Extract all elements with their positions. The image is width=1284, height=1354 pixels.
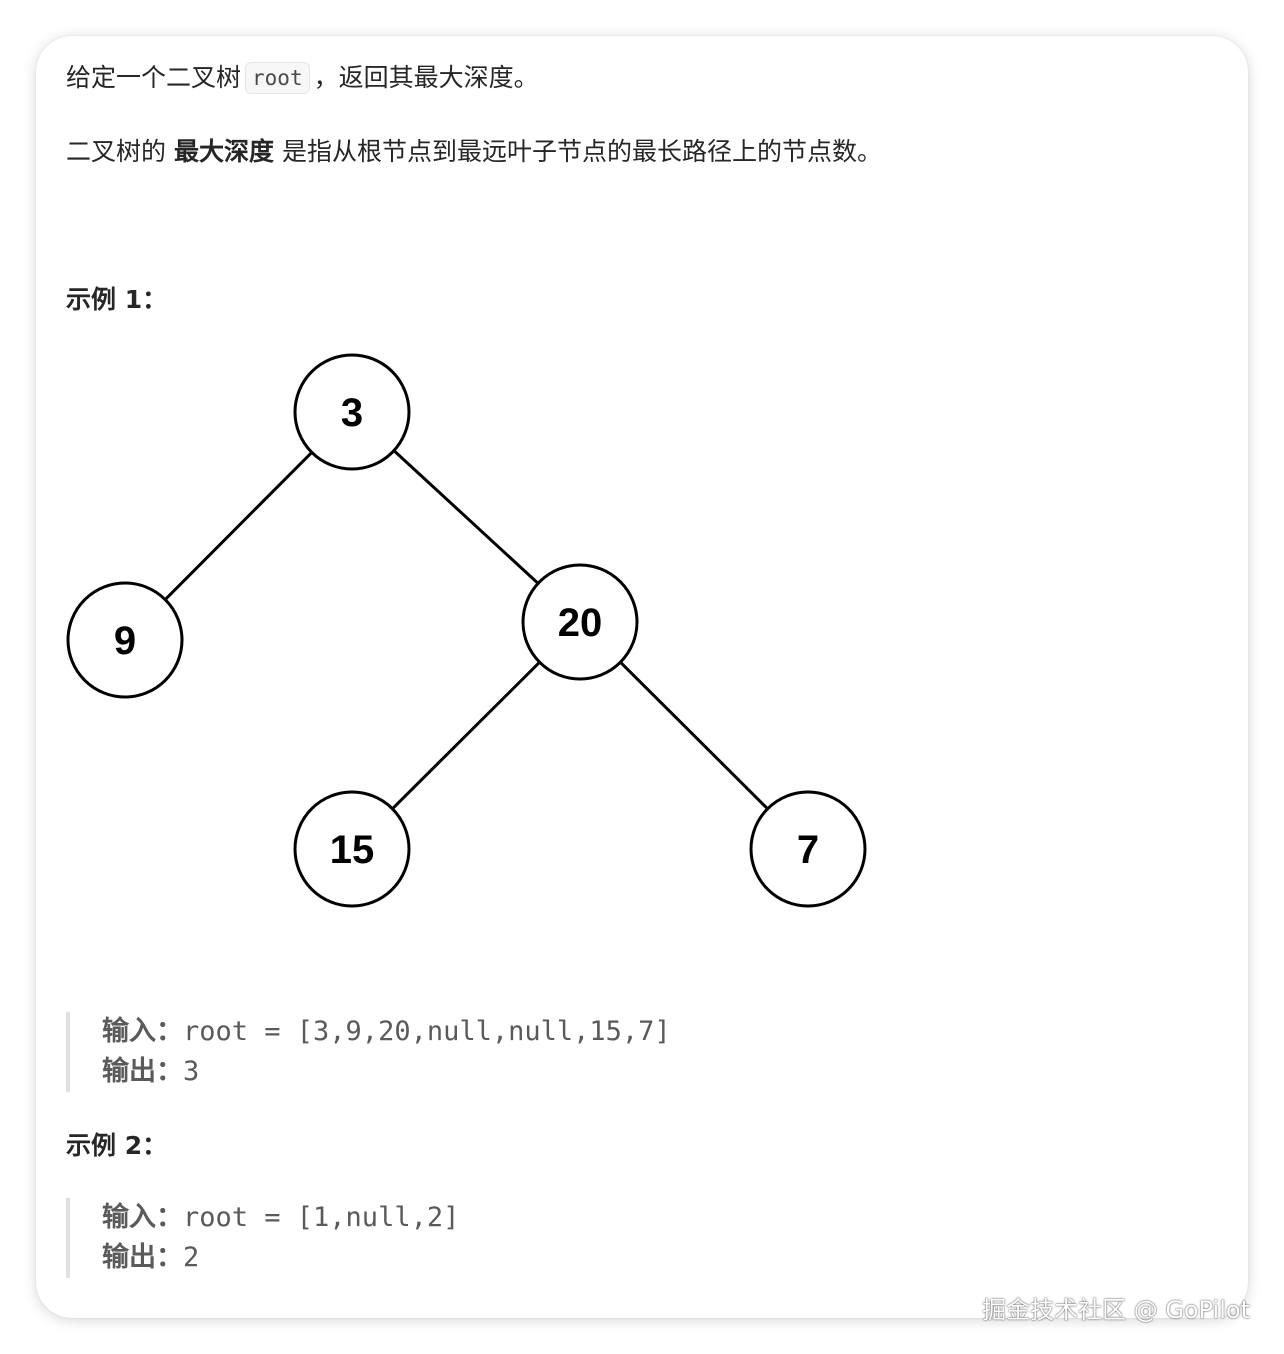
example-1-input: 输入：root = [3,9,20,null,null,15,7] [102, 1012, 671, 1052]
tree-edge [164, 451, 313, 601]
example-2-heading: 示例 2： [66, 1131, 168, 1160]
input-label: 输入： [102, 1202, 183, 1233]
binary-tree-diagram: 3 9 20 15 7 [66, 353, 867, 908]
example-2-output: 输出：2 [102, 1238, 459, 1278]
tree-node-circle [293, 790, 411, 908]
tree-node-15: 15 [293, 790, 411, 908]
example-2-block: 输入：root = [1,null,2] 输出：2 [66, 1198, 459, 1278]
tree-edge [619, 661, 769, 810]
tree-node-circle [293, 353, 411, 471]
tree-node-label: 15 [330, 828, 375, 872]
definition-text-post: 是指从根节点到最远叶子节点的最长路径上的节点数。 [281, 137, 882, 166]
statement-text-post: ，返回其最大深度。 [313, 63, 539, 92]
definition-text-pre: 二叉树的 [66, 137, 167, 166]
watermark: 掘金技术社区 @ GoPilot [982, 1296, 1250, 1324]
input-value: root = [3,9,20,null,null,15,7] [183, 1016, 671, 1047]
tree-node-label: 3 [341, 391, 363, 435]
problem-statement-line-2: 二叉树的 最大深度 是指从根节点到最远叶子节点的最长路径上的节点数。 [66, 135, 882, 169]
example-2-input: 输入：root = [1,null,2] [102, 1198, 459, 1238]
example-1-heading: 示例 1： [66, 285, 168, 314]
statement-text-pre: 给定一个二叉树 [66, 63, 242, 92]
tree-node-3: 3 [293, 353, 411, 471]
output-value: 3 [183, 1056, 200, 1087]
example-1-output: 输出：3 [102, 1052, 671, 1092]
tree-node-label: 9 [114, 619, 136, 663]
tree-node-20: 20 [521, 563, 639, 681]
tree-node-9: 9 [66, 581, 184, 699]
tree-node-circle [66, 581, 184, 699]
problem-card [36, 36, 1248, 1318]
tree-node-7: 7 [749, 790, 867, 908]
inline-code-root: root [245, 62, 310, 94]
tree-edge [391, 661, 541, 810]
output-value: 2 [183, 1242, 200, 1273]
tree-node-circle [521, 563, 639, 681]
input-value: root = [1,null,2] [183, 1202, 460, 1233]
tree-node-label: 7 [797, 828, 819, 872]
tree-node-circle [749, 790, 867, 908]
output-label: 输出： [102, 1056, 183, 1087]
output-label: 输出： [102, 1242, 183, 1273]
definition-term: 最大深度 [173, 137, 274, 166]
tree-node-label: 20 [558, 601, 603, 645]
input-label: 输入： [102, 1016, 183, 1047]
tree-edge [392, 449, 540, 585]
example-1-block: 输入：root = [3,9,20,null,null,15,7] 输出：3 [66, 1012, 671, 1092]
